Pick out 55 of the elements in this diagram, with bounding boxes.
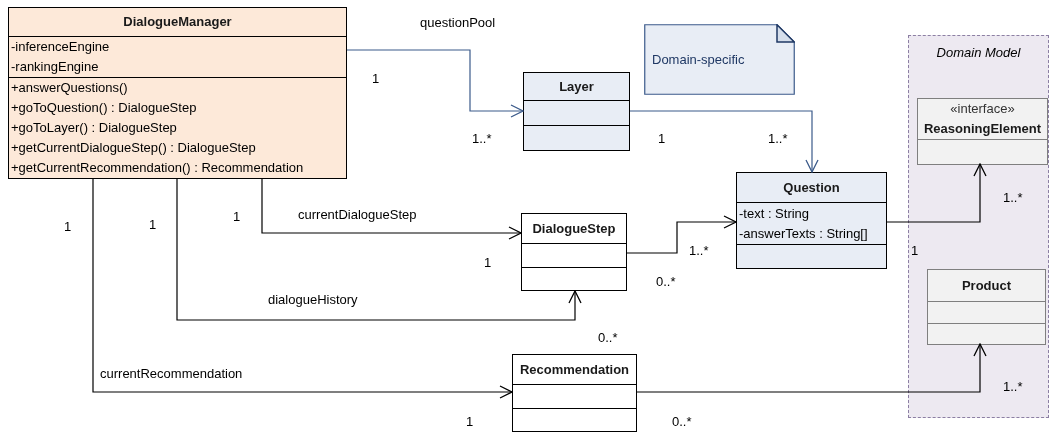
attribute-text: -text : String: [738, 204, 811, 223]
edge-label: questionPool: [420, 14, 496, 32]
multiplicity-label: 1: [658, 130, 666, 148]
multiplicity-label: 1: [466, 413, 474, 431]
class-box: [927, 269, 1046, 345]
multiplicity-label: 1..*: [689, 242, 709, 260]
method-text: +goToLayer() : DialogueStep: [10, 119, 178, 137]
association-arrow: [636, 343, 987, 393]
association-arrow: [626, 215, 737, 254]
attribute-text: -inferenceEngine: [10, 38, 111, 56]
package-title: Domain Model: [935, 44, 1022, 62]
package-frame: [908, 35, 1049, 418]
association-arrow: [886, 163, 987, 223]
multiplicity-label: 1..*: [1003, 189, 1023, 207]
multiplicity-label: 1..*: [768, 130, 788, 148]
multiplicity-label: 1: [233, 208, 241, 226]
note-text: Domain-specific: [652, 51, 745, 69]
multiplicity-label: 0..*: [656, 273, 676, 291]
edge-label: dialogueHistory: [268, 291, 358, 309]
association-arrow: [92, 178, 513, 399]
class-box: [917, 98, 1048, 165]
association-arrow: [176, 178, 582, 321]
multiplicity-label: 1: [149, 216, 157, 234]
class-box: [521, 213, 627, 291]
multiplicity-label: 1: [372, 70, 380, 88]
class-name: Layer: [558, 77, 595, 96]
class-name: Recommendation: [518, 360, 631, 379]
multiplicity-label: 1..*: [472, 130, 492, 148]
class-name: DialogueStep: [531, 219, 617, 238]
association-arrow: [629, 110, 819, 173]
class-name: DialogueManager: [122, 13, 233, 31]
class-box: [8, 7, 347, 179]
attribute-text: -answerTexts : String[]: [738, 224, 869, 243]
edge-label: currentRecommendation: [100, 365, 243, 383]
class-box: [736, 172, 887, 269]
method-text: +getCurrentDialogueStep() : DialogueStep: [10, 139, 257, 157]
multiplicity-label: 1: [484, 254, 492, 272]
multiplicity-label: 1: [64, 218, 72, 236]
multiplicity-label: 0..*: [672, 413, 692, 431]
class-box: [523, 72, 630, 151]
multiplicity-label: 1..*: [1003, 378, 1023, 396]
edge-label: currentDialogueStep: [298, 206, 417, 224]
class-box: [512, 354, 637, 432]
association-arrow: [261, 178, 522, 240]
association-arrow: [346, 49, 524, 118]
stereotype-text: «interface»: [949, 100, 1016, 118]
class-name: ReasoningElement: [923, 120, 1042, 138]
method-text: +answerQuestions(): [10, 79, 129, 97]
multiplicity-label: 0..*: [598, 329, 618, 347]
class-name: Product: [960, 276, 1013, 295]
attribute-text: -rankingEngine: [10, 58, 100, 76]
method-text: +getCurrentRecommendation() : Recommendation: [10, 159, 305, 177]
method-text: +goToQuestion() : DialogueStep: [10, 99, 198, 117]
class-name: Question: [782, 178, 841, 197]
multiplicity-label: 1: [911, 242, 919, 260]
